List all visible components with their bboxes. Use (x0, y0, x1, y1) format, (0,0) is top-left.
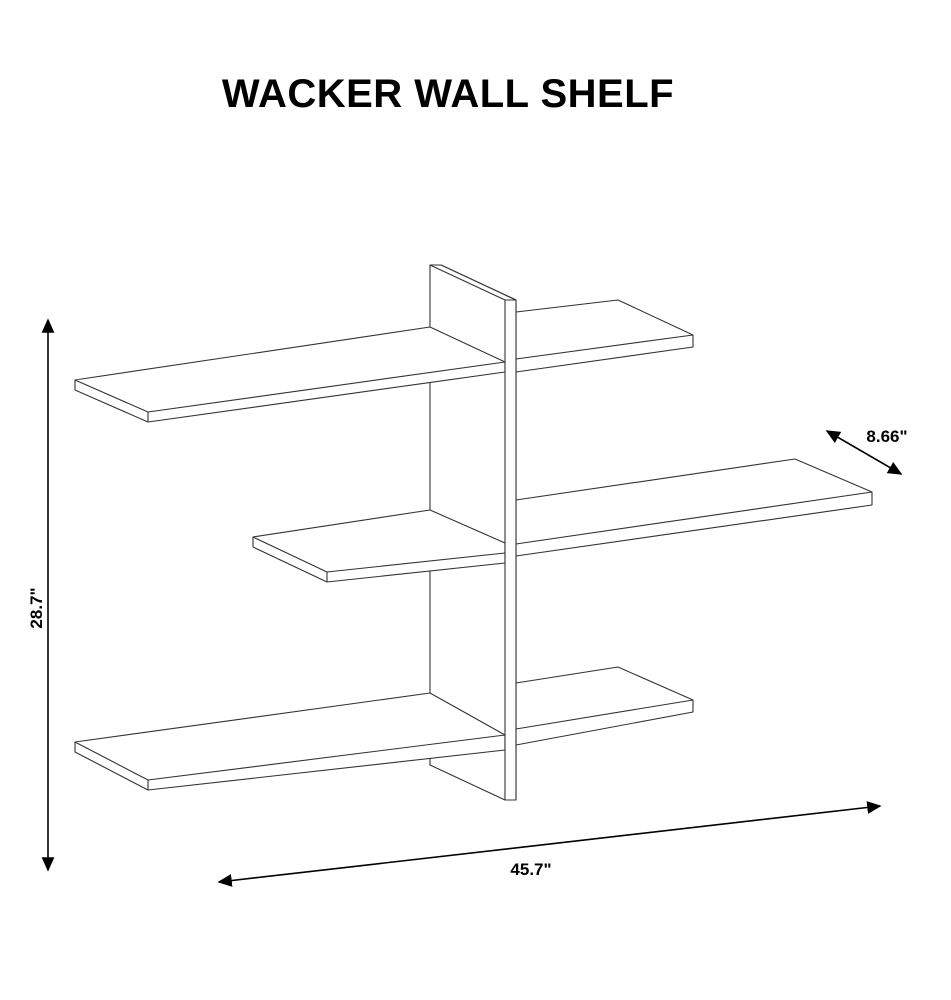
middle-shelf (252, 458, 873, 583)
bottom-shelf (74, 666, 694, 791)
top-shelf (74, 299, 694, 423)
width-label: 45.7" (510, 860, 551, 879)
vertical-panel-edge (504, 299, 517, 801)
depth-label: 8.66" (866, 427, 907, 446)
depth-arrow (825, 430, 903, 475)
height-label: 28.7" (27, 587, 46, 628)
diagram-title: WACKER WALL SHELF (221, 72, 675, 116)
width-arrow (217, 801, 882, 887)
